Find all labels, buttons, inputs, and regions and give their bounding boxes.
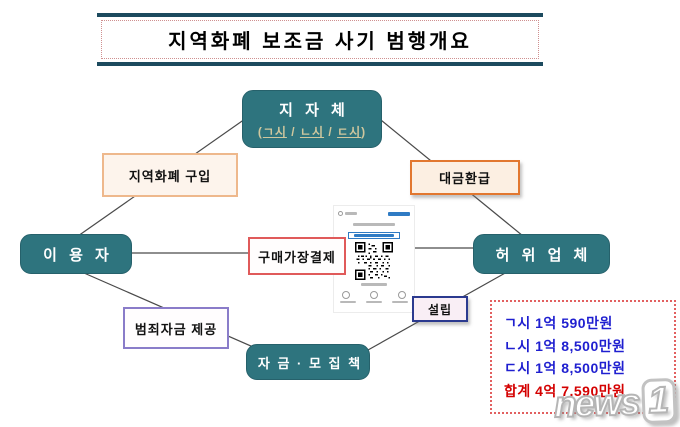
edge-label-refund: 대금환급 — [410, 160, 520, 195]
summary-row-city3: ㄷ시 1억 8,500만원 — [504, 360, 626, 377]
edge-label-fake-payment: 구매가장결제 — [248, 237, 346, 275]
node-government: 지 자 체 (ㄱ시 / ㄴ시 / ㄷ시) — [242, 90, 382, 148]
node-recruiter: 자 금 · 모 집 책 — [246, 344, 370, 380]
summary-row-city1: ㄱ시 1억 590만원 — [504, 315, 613, 331]
title-banner: 지역화폐 보조금 사기 범행개요 — [97, 13, 543, 66]
edge-label-crime-funds: 범죄자금 제공 — [123, 307, 229, 349]
phone-status-row — [338, 211, 410, 216]
node-government-label: 지 자 체 — [279, 101, 349, 119]
phone-text-line — [353, 223, 395, 226]
watermark-digit: 1 — [640, 377, 677, 425]
summary-row-city2: ㄴ시 1억 8,500만원 — [504, 337, 626, 354]
summary-row-total: 합계 4억 7,590만원 — [504, 382, 626, 399]
qr-code-icon — [355, 242, 393, 280]
node-fake-company-label: 허 위 업 체 — [495, 246, 592, 264]
action-icon — [370, 291, 378, 299]
node-government-cities: (ㄱ시 / ㄴ시 / ㄷ시) — [257, 124, 367, 139]
node-user-label: 이 용 자 — [43, 246, 113, 264]
phone-action-labels — [338, 301, 410, 303]
action-icon — [342, 291, 350, 299]
action-icon — [398, 291, 406, 299]
app-logo-icon — [388, 211, 410, 216]
qr-caption-line — [361, 283, 387, 286]
watermark-text: news — [552, 380, 640, 426]
page-title: 지역화폐 보조금 사기 범행개요 — [101, 20, 539, 59]
news1-watermark: news 1 — [552, 377, 677, 427]
back-icon — [338, 211, 357, 216]
node-user: 이 용 자 — [20, 234, 132, 274]
edge-label-purchase: 지역화폐 구입 — [102, 153, 238, 197]
voucher-brand-strip — [348, 232, 400, 239]
node-fake-company: 허 위 업 체 — [473, 234, 610, 274]
phone-action-icons — [338, 291, 410, 299]
edge-label-establish: 설립 — [412, 296, 468, 322]
node-recruiter-label: 자 금 · 모 집 책 — [257, 355, 363, 371]
